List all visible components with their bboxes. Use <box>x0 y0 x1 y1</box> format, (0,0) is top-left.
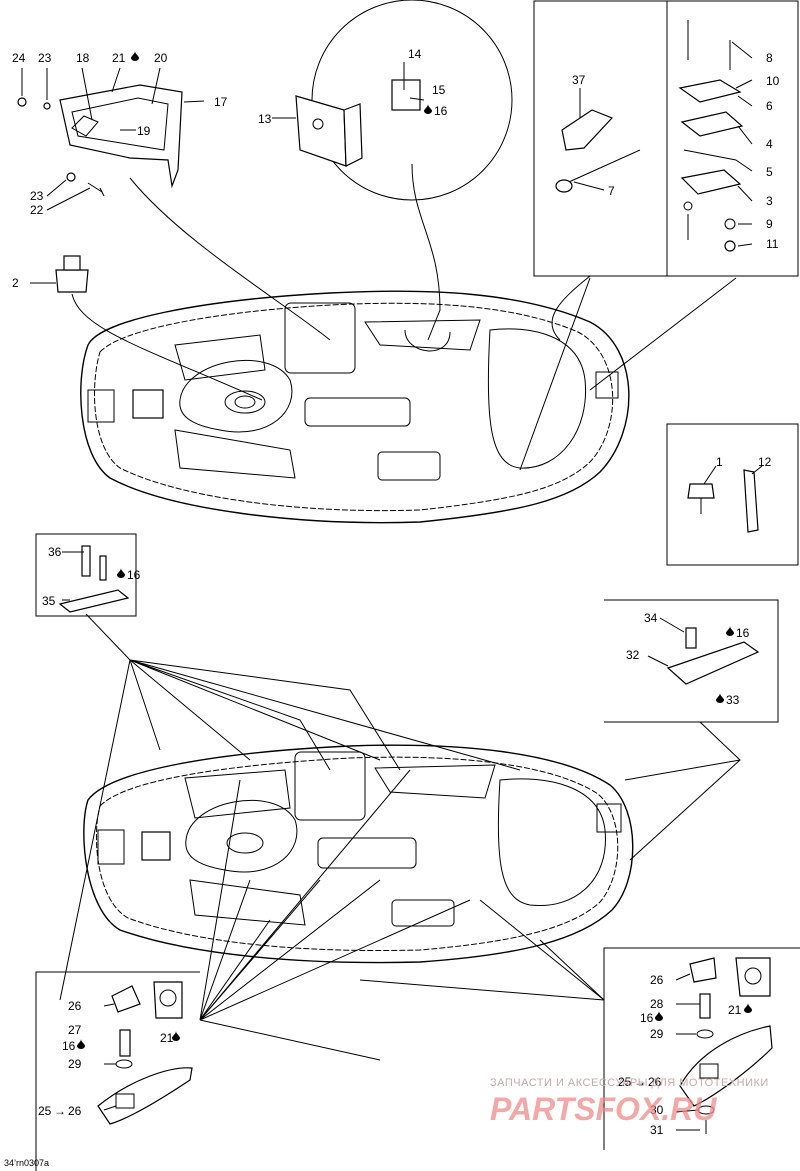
upper-hull-hatch <box>132 389 164 419</box>
callout-25-right: 25 <box>618 1075 632 1089</box>
callout-24: 24 <box>12 51 26 65</box>
upper-hull <box>80 290 630 524</box>
callout-21-top: 21 <box>112 51 126 65</box>
callout-16-right: 16 <box>640 1011 654 1025</box>
inset-cleat-frame <box>35 533 137 617</box>
callout-3: 3 <box>766 194 773 208</box>
lower-hull-storage-lid <box>294 751 366 821</box>
callout-29-left: 29 <box>68 1057 82 1071</box>
cleat <box>58 589 130 613</box>
callout-31: 31 <box>650 1123 664 1137</box>
callout-5: 5 <box>766 165 773 179</box>
hinge-bracket <box>295 95 347 167</box>
callout-14: 14 <box>408 47 422 61</box>
callout-36: 36 <box>48 545 62 559</box>
inset-latch-left-frame <box>35 971 200 1171</box>
leader-lines <box>21 41 763 1131</box>
callout-26-left: 26 <box>68 999 82 1013</box>
upper-hull-storage-lid <box>284 302 356 374</box>
callout-9: 9 <box>766 217 773 231</box>
callout-26-left-target: 26 <box>68 1104 82 1118</box>
callout-1: 1 <box>716 455 723 469</box>
callout-32: 32 <box>626 648 640 662</box>
callout-13: 13 <box>258 112 272 126</box>
svg-text:→: → <box>54 1104 66 1118</box>
inset-latch-right-frame <box>603 947 800 1150</box>
callout-16-step: 16 <box>736 626 750 640</box>
callout-2: 2 <box>12 276 19 290</box>
callout-16-cleat: 16 <box>127 568 141 582</box>
callout-17: 17 <box>214 95 228 109</box>
callout-6: 6 <box>766 99 773 113</box>
callout-26-right: 26 <box>650 973 664 987</box>
lower-hull-hatch <box>141 831 171 861</box>
callout-21-left: 21 <box>160 1031 174 1045</box>
right-latch-assembly <box>679 957 773 1134</box>
inset-frames <box>35 0 800 1171</box>
callout-18: 18 <box>76 51 90 65</box>
inset-step-frame <box>604 599 779 723</box>
callout-labels: 24 23 18 21 20 17 19 23 22 2 14 15 16 13… <box>12 47 780 1137</box>
callout-21-right: 21 <box>728 1003 742 1017</box>
watermark-caption: ЗАПЧАСТИ И АКСЕССУАРЫ ДЛЯ МОТОТЕХНИКИ <box>490 1077 769 1089</box>
cable-tie <box>743 469 759 533</box>
callout-7: 7 <box>608 184 615 198</box>
callout-35: 35 <box>42 594 56 608</box>
callout-37: 37 <box>572 73 586 87</box>
part-sketches <box>17 20 773 1134</box>
step-pad <box>666 641 760 685</box>
callout-10: 10 <box>766 74 780 88</box>
callout-12: 12 <box>758 455 772 469</box>
lower-hull <box>83 744 634 964</box>
push-rivet <box>687 483 715 499</box>
left-latch-assembly <box>97 981 193 1125</box>
inset-hinge-frame <box>533 0 799 277</box>
nut-24 <box>17 97 27 107</box>
callout-33: 33 <box>726 693 740 707</box>
callout-16-detail: 16 <box>434 104 448 118</box>
callout-23-bottom: 23 <box>30 189 44 203</box>
inset-fastener-frame <box>666 423 799 566</box>
detail-circle <box>311 0 513 201</box>
watermark: ЗАПЧАСТИ И АКСЕССУАРЫ ДЛЯ МОТОТЕХНИКИ PA… <box>490 1077 769 1127</box>
callout-15: 15 <box>432 83 446 97</box>
callout-27: 27 <box>68 1023 82 1037</box>
hinge-stack <box>678 20 744 252</box>
latch-handle <box>561 109 614 151</box>
callout-11: 11 <box>766 237 779 251</box>
callout-34: 34 <box>644 611 658 625</box>
callout-16-left: 16 <box>62 1039 76 1053</box>
callout-23-top: 23 <box>38 51 52 65</box>
callout-4: 4 <box>766 137 773 151</box>
callout-20: 20 <box>154 51 168 65</box>
callout-19: 19 <box>137 124 151 138</box>
svg-text:→: → <box>634 1075 646 1089</box>
drawing-code: 34’rn0307a <box>4 1158 49 1168</box>
callout-29-right: 29 <box>650 1027 664 1041</box>
callout-30: 30 <box>650 1103 664 1117</box>
callout-25-left: 25 <box>38 1104 52 1118</box>
watermark-brand: PARTSFOX.RU <box>490 1091 717 1127</box>
callout-26-right-target: 26 <box>648 1075 662 1089</box>
callout-28: 28 <box>650 997 664 1011</box>
drain-plug <box>55 269 89 293</box>
washer-23 <box>43 102 51 110</box>
callout-22: 22 <box>30 203 44 217</box>
callout-8: 8 <box>766 51 773 65</box>
